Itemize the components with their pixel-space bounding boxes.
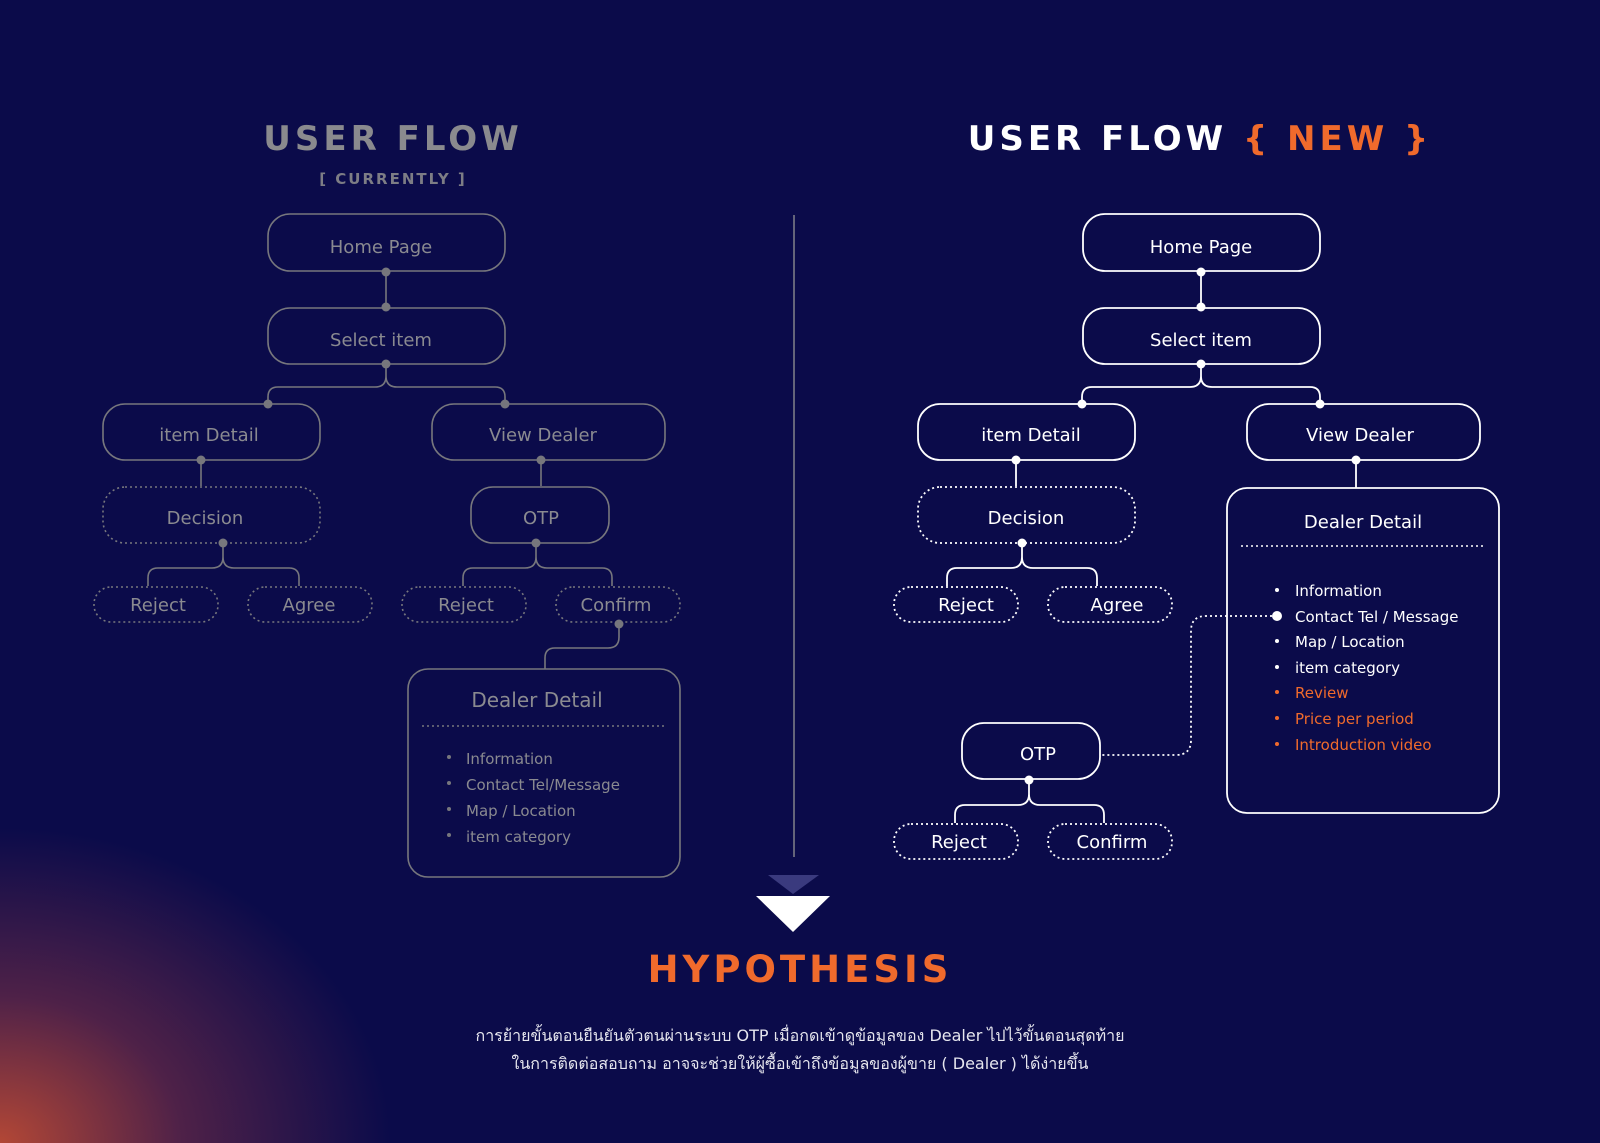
left-confirm-node <box>555 586 681 623</box>
left-select-item-label: Select item <box>330 330 432 351</box>
bullet <box>1275 665 1279 669</box>
hypothesis-text-line-2: ในการติดต่อสอบถาม อาจจะช่วยให้ผู้ซื้อเข้… <box>511 1054 1089 1073</box>
right-dealer-item-new: Review <box>1295 684 1349 702</box>
right-item-detail-label: item Detail <box>981 425 1080 446</box>
right-otp-node <box>961 722 1101 780</box>
left-connector-decision-branch <box>147 543 300 586</box>
connector-dot <box>1024 775 1034 785</box>
left-item-detail-node <box>102 403 321 461</box>
right-view-dealer-node <box>1246 403 1481 461</box>
left-dealer-item: Information <box>466 750 553 768</box>
connector-dot <box>614 619 624 629</box>
left-view-dealer-label: View Dealer <box>489 425 597 446</box>
hypothesis-text-line-1: การย้ายขั้นตอนยืนยันตัวตนผ่านระบบ OTP เม… <box>475 1026 1125 1045</box>
right-flow-title: USER FLOW { NEW } <box>920 119 1480 159</box>
bullet <box>1275 639 1279 643</box>
right-reject-node-b <box>893 823 1019 860</box>
right-dealer-detail-card <box>1226 487 1500 814</box>
left-flow-subtitle: [ CURRENTLY ] <box>319 170 467 188</box>
left-otp-label: OTP <box>523 508 559 529</box>
right-connector-decision-branch <box>946 543 1098 586</box>
right-dealer-item: Map / Location <box>1295 633 1405 651</box>
right-reject-node-a <box>893 586 1019 623</box>
left-select-item-node <box>267 307 506 365</box>
left-home-page-label: Home Page <box>330 237 432 258</box>
left-flow: Home Page Select item item Detail View D… <box>93 213 681 878</box>
bullet <box>1275 588 1279 592</box>
left-reject-label-a: Reject <box>130 595 186 616</box>
right-view-dealer-label: View Dealer <box>1306 425 1414 446</box>
right-select-item-label: Select item <box>1150 330 1252 351</box>
right-dealer-item-new: Introduction video <box>1295 736 1432 754</box>
left-agree-node <box>247 586 373 623</box>
right-dealer-item-new: Price per period <box>1295 710 1414 728</box>
right-decision-label: Decision <box>988 508 1065 529</box>
right-dealer-item: Contact Tel / Message <box>1295 608 1458 626</box>
left-reject-label-b: Reject <box>438 595 494 616</box>
connector-dot <box>1017 538 1027 548</box>
right-otp-label: OTP <box>1020 744 1056 765</box>
left-dealer-item: Map / Location <box>466 802 576 820</box>
left-connector-confirm-dealer <box>544 622 620 669</box>
right-connector-otp-branch <box>954 780 1105 823</box>
left-dealer-item: item category <box>466 828 571 846</box>
left-home-page-node <box>267 213 506 272</box>
connector-dot <box>1196 302 1206 312</box>
down-arrow-icon <box>756 875 830 932</box>
right-reject-label-b: Reject <box>931 832 987 853</box>
right-flow-title-accent: { NEW } <box>1242 119 1433 159</box>
connector-dot <box>218 538 228 548</box>
connector-dot <box>1196 267 1206 277</box>
right-select-item-node <box>1082 307 1321 365</box>
left-connector-otp-branch <box>462 543 613 586</box>
left-confirm-label: Confirm <box>581 595 652 616</box>
connector-dot <box>1272 611 1282 621</box>
right-connector-contact-otp <box>1101 615 1277 756</box>
bullet <box>1275 742 1279 746</box>
left-item-detail-label: item Detail <box>159 425 258 446</box>
connector-dot <box>381 267 391 277</box>
right-decision-node <box>917 486 1136 544</box>
left-dealer-detail-title: Dealer Detail <box>471 688 602 712</box>
right-connector-select-branch <box>1081 364 1321 404</box>
left-reject-node-a <box>93 586 219 623</box>
left-dealer-detail-card <box>407 668 681 878</box>
right-reject-label-a: Reject <box>938 595 994 616</box>
bullet <box>447 807 451 811</box>
right-home-page-label: Home Page <box>1150 237 1252 258</box>
right-confirm-label: Confirm <box>1077 832 1148 853</box>
right-confirm-node <box>1047 823 1173 860</box>
bullet <box>1275 690 1279 694</box>
right-dealer-detail-title: Dealer Detail <box>1304 512 1422 533</box>
right-agree-node <box>1047 586 1173 623</box>
right-dealer-item: item category <box>1295 659 1400 677</box>
left-connector-select-branch <box>267 364 506 404</box>
bullet <box>447 781 451 785</box>
left-agree-label: Agree <box>283 595 336 616</box>
right-flow-title-main: USER FLOW <box>967 119 1243 159</box>
connector-dot <box>381 302 391 312</box>
left-dealer-item: Contact Tel/Message <box>466 776 620 794</box>
left-otp-node <box>470 486 610 544</box>
right-home-page-node <box>1082 213 1321 272</box>
left-flow-title: USER FLOW <box>263 119 523 159</box>
right-agree-label: Agree <box>1091 595 1144 616</box>
bullet <box>1275 716 1279 720</box>
right-flow: Home Page Select item item Detail View D… <box>893 213 1500 860</box>
left-view-dealer-node <box>431 403 666 461</box>
left-decision-label: Decision <box>167 508 244 529</box>
right-item-detail-node <box>917 403 1136 461</box>
bullet <box>447 755 451 759</box>
left-reject-node-b <box>401 586 527 623</box>
right-dealer-item: Information <box>1295 582 1382 600</box>
left-decision-node <box>102 486 321 544</box>
hypothesis-title: HYPOTHESIS <box>647 948 953 991</box>
bullet <box>447 833 451 837</box>
